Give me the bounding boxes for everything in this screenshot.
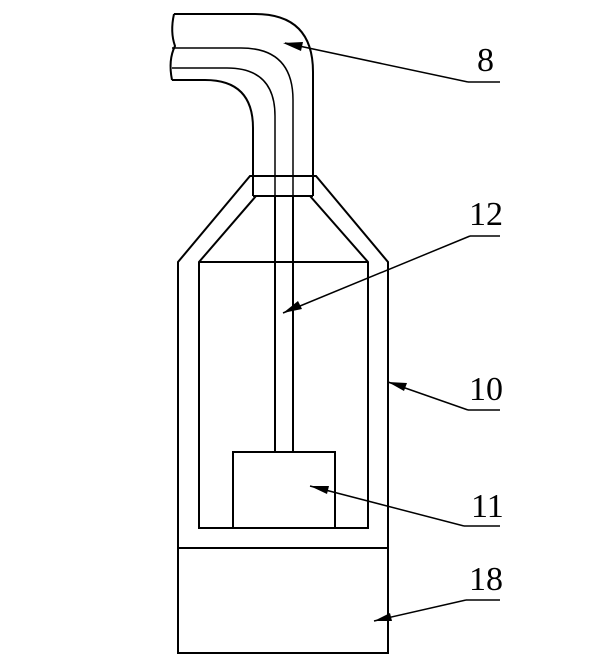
leader-11 xyxy=(309,485,500,527)
label-10: 10 xyxy=(469,371,503,408)
inner-chamber xyxy=(198,195,369,529)
outer-housing xyxy=(177,175,389,654)
curved-pipe xyxy=(169,13,314,176)
leader-18 xyxy=(373,599,500,622)
leader-12 xyxy=(282,235,500,314)
leader-10 xyxy=(387,381,500,411)
leader-8 xyxy=(283,42,500,83)
label-12: 12 xyxy=(469,196,503,233)
neck-coupling xyxy=(252,176,314,197)
rod xyxy=(274,196,294,452)
label-11: 11 xyxy=(471,488,504,525)
label-8: 8 xyxy=(477,42,494,79)
label-18: 18 xyxy=(469,561,503,598)
pipe-break-line xyxy=(169,13,177,81)
block xyxy=(232,451,336,529)
